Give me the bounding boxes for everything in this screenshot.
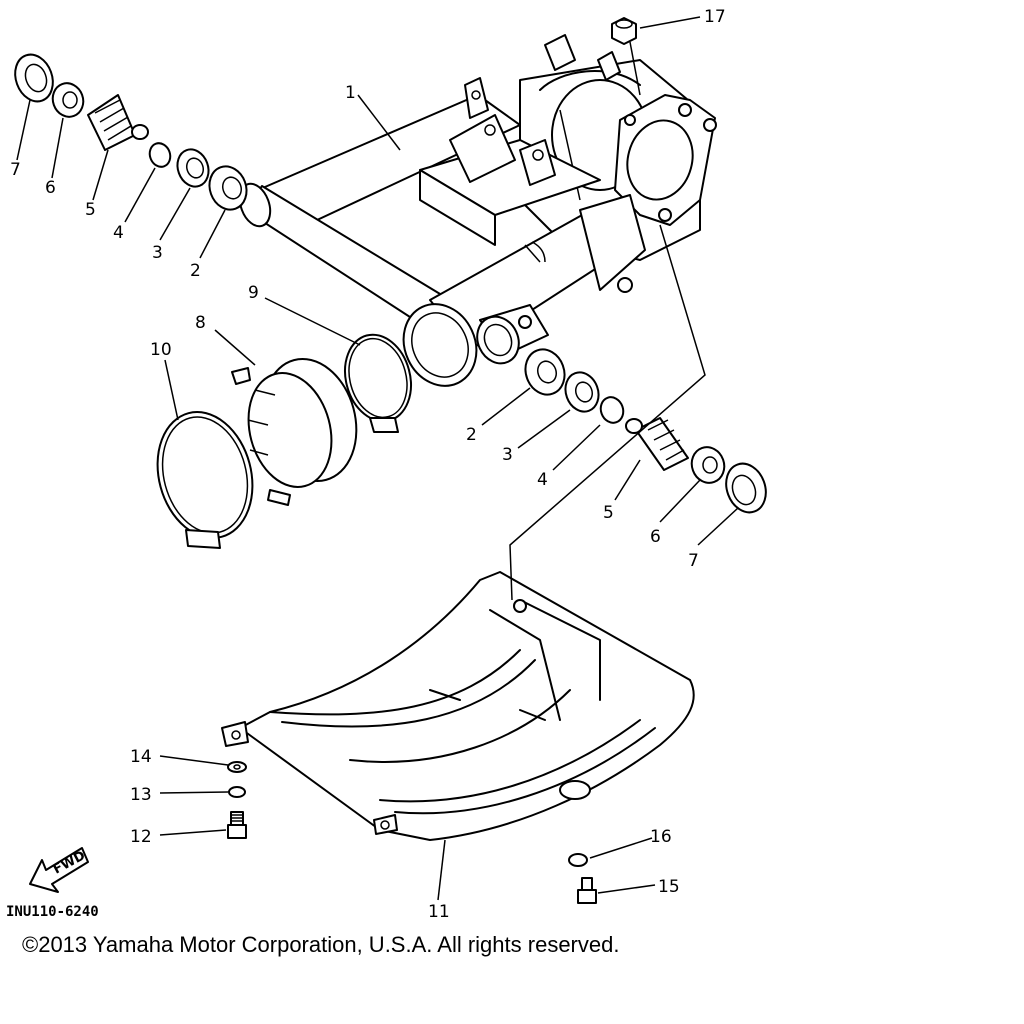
callout-14: 14 — [130, 747, 152, 767]
callout-15: 15 — [658, 877, 680, 897]
part-3-oil-seal-left — [176, 148, 210, 188]
callout-2-left: 2 — [190, 261, 201, 281]
part-2-bearing-left — [208, 165, 248, 211]
callout-16: 16 — [650, 827, 672, 847]
callout-2-right: 2 — [466, 425, 477, 445]
callout-13: 13 — [130, 785, 152, 805]
part-17-nut — [611, 17, 637, 45]
diagram-code: INU110-6240 — [6, 904, 99, 920]
callout-10: 10 — [150, 340, 172, 360]
part-11-guard — [221, 571, 695, 841]
callout-6-right: 6 — [650, 527, 661, 547]
callout-3-left: 3 — [152, 243, 163, 263]
callout-5-right: 5 — [603, 503, 614, 523]
part-7-seal-cap-left — [14, 53, 54, 103]
part-15-bolt — [577, 877, 597, 904]
callout-8: 8 — [195, 313, 206, 333]
part-2-bearing-right — [524, 348, 566, 396]
part-14-washer — [227, 761, 247, 773]
part-6-nut-left — [51, 82, 85, 118]
part-7-seal-cap-right — [725, 462, 767, 514]
callout-11: 11 — [428, 902, 450, 922]
callout-4-left: 4 — [113, 223, 124, 243]
part-9-band — [344, 333, 412, 433]
callout-7-right: 7 — [688, 551, 699, 571]
part-13-spring-washer — [228, 786, 246, 798]
part-16-washer — [568, 853, 588, 867]
part-12-bolt — [227, 811, 247, 839]
callout-12: 12 — [130, 827, 152, 847]
callout-5-left: 5 — [85, 200, 96, 220]
part-4-collar-right — [599, 396, 625, 424]
callout-7-left: 7 — [10, 160, 21, 180]
part-4-collar-left — [148, 142, 172, 168]
swingarm-part-1 — [238, 34, 717, 387]
fwd-arrow-icon: FWD — [29, 847, 89, 893]
part-5-pivot-shaft-left — [87, 94, 149, 151]
callout-6-left: 6 — [45, 178, 56, 198]
callout-3-right: 3 — [502, 445, 513, 465]
part-8-boot — [231, 357, 358, 506]
callout-labels: 1 7 6 5 4 3 2 17 8 9 10 2 3 4 5 6 7 14 1… — [10, 7, 726, 922]
part-5-pivot-shaft-right — [625, 417, 689, 471]
part-3-oil-seal-right — [564, 371, 600, 413]
callout-9: 9 — [248, 283, 259, 303]
leader-lines — [16, 16, 739, 901]
callout-1: 1 — [345, 83, 356, 103]
copyright-notice: ©2013 Yamaha Motor Corporation, U.S.A. A… — [22, 932, 619, 957]
part-6-nut-right — [690, 446, 726, 484]
part-10-band — [156, 411, 254, 549]
callout-17: 17 — [704, 7, 726, 27]
callout-4-right: 4 — [537, 470, 548, 490]
